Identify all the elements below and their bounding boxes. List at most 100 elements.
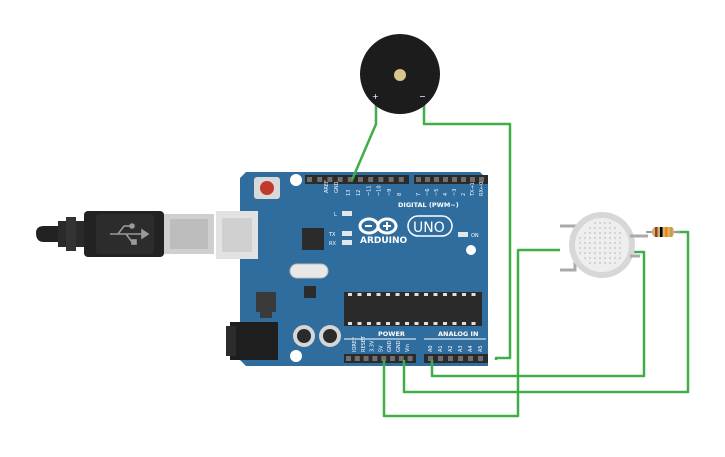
header-pin[interactable]: [378, 177, 384, 182]
wire-buzzer-plus-to-pin-13[interactable]: [350, 102, 378, 181]
wire-a0-to-sensor[interactable]: [430, 250, 646, 378]
header-pin[interactable]: [337, 177, 343, 182]
pin-label: 12: [356, 190, 362, 196]
on-label: ON: [471, 233, 479, 239]
sensor-dot: [578, 246, 582, 250]
header-pin[interactable]: [347, 177, 353, 182]
header-pin[interactable]: [363, 356, 369, 361]
chip-pin: [443, 322, 447, 325]
sensor-dot: [593, 256, 597, 260]
sensor-dot: [608, 261, 612, 265]
usb-cable[interactable]: [36, 211, 214, 257]
pin-label: ~9: [387, 189, 393, 196]
sensor-dot: [608, 241, 612, 245]
small-chip: [304, 286, 316, 298]
sensor-dot: [603, 221, 607, 225]
brand-label: ARDUINO: [360, 236, 408, 246]
header-pin[interactable]: [317, 177, 323, 182]
wire-5v-to-sensor[interactable]: [382, 248, 560, 418]
analog-in-label: ANALOG IN: [438, 330, 478, 338]
wire-gnd-to-resistor[interactable]: [402, 230, 690, 394]
wire-buzzer-minus-to-gnd[interactable]: [422, 102, 512, 360]
sensor-dot: [588, 241, 592, 245]
header-pin[interactable]: [381, 356, 387, 361]
header-pin[interactable]: [368, 177, 374, 182]
header-pin[interactable]: [416, 177, 421, 182]
header-pin[interactable]: [425, 177, 430, 182]
chip-pin: [348, 293, 352, 296]
aref-label: AREF: [324, 180, 330, 193]
sensor-dot: [608, 226, 612, 230]
pin-label: A2: [448, 345, 454, 352]
mounting-hole: [290, 350, 302, 362]
pin-label: RESET: [361, 335, 367, 352]
sensor-dot: [598, 251, 602, 255]
header-pin[interactable]: [407, 356, 413, 361]
power-header: [344, 354, 488, 363]
header-pin[interactable]: [479, 177, 484, 182]
reset-button[interactable]: [254, 177, 280, 199]
sensor-dot: [613, 231, 617, 235]
header-pin[interactable]: [448, 356, 453, 361]
header-pin[interactable]: [354, 356, 360, 361]
chip-pin: [471, 293, 476, 296]
resistor[interactable]: [646, 227, 680, 237]
header-pin[interactable]: [390, 356, 395, 361]
chip-pin: [395, 322, 400, 325]
header-pin[interactable]: [461, 177, 466, 182]
sensor-dot: [603, 226, 607, 230]
force-sensor[interactable]: [560, 212, 648, 278]
buzzer-plus-label: +: [372, 92, 379, 101]
pin-label: Vin: [405, 344, 411, 352]
header-pin[interactable]: [443, 177, 448, 182]
sensor-dot: [593, 261, 597, 265]
crystal-oscillator: [289, 263, 329, 279]
led-tx-label: TX: [328, 232, 336, 238]
header-pin[interactable]: [346, 356, 351, 361]
header-pin[interactable]: [468, 356, 473, 361]
header-pin[interactable]: [358, 177, 363, 182]
digital-pwm-label: DIGITAL (PWM~): [398, 201, 459, 209]
header-pin[interactable]: [388, 177, 394, 182]
wires: [350, 102, 690, 418]
chip-pin: [462, 293, 466, 296]
sensor-dot: [588, 256, 592, 260]
arduino-logo: ARDUINO UNO: [358, 215, 453, 246]
piezo-buzzer[interactable]: + −: [360, 34, 440, 114]
chip-pin: [443, 293, 447, 296]
sensor-dot: [593, 246, 597, 250]
header-pin[interactable]: [428, 356, 433, 361]
header-pin[interactable]: [434, 177, 439, 182]
header-pin[interactable]: [327, 177, 333, 182]
led-tx: [342, 231, 352, 236]
pin-label: A4: [468, 345, 474, 352]
header-pin[interactable]: [452, 177, 457, 182]
sensor-dot: [613, 226, 617, 230]
chip-pin: [424, 293, 428, 296]
sensor-dot: [608, 231, 612, 235]
header-pin[interactable]: [398, 356, 404, 361]
header-pin[interactable]: [438, 356, 443, 361]
pin-label: ~11: [366, 185, 372, 196]
pin-label: IOREF: [352, 337, 358, 352]
chip-pin: [376, 322, 381, 325]
header-pin[interactable]: [398, 177, 404, 182]
sensor-dot: [603, 231, 607, 235]
sensor-dot: [618, 246, 622, 250]
led-rx-label: RX: [329, 241, 336, 247]
sensor-dot: [608, 256, 612, 260]
sensor-dot: [583, 251, 587, 255]
header-pin[interactable]: [478, 356, 483, 361]
sensor-dot: [608, 251, 612, 255]
header-pin[interactable]: [307, 177, 312, 182]
sensor-dot: [603, 261, 607, 265]
sensor-dot: [583, 241, 587, 245]
header-pin[interactable]: [372, 356, 378, 361]
sensor-dot: [608, 236, 612, 240]
header-pin[interactable]: [458, 356, 463, 361]
header-pin[interactable]: [470, 177, 475, 182]
led-l: [342, 211, 352, 216]
sensor-dot: [613, 241, 617, 245]
sensor-dot: [603, 241, 607, 245]
